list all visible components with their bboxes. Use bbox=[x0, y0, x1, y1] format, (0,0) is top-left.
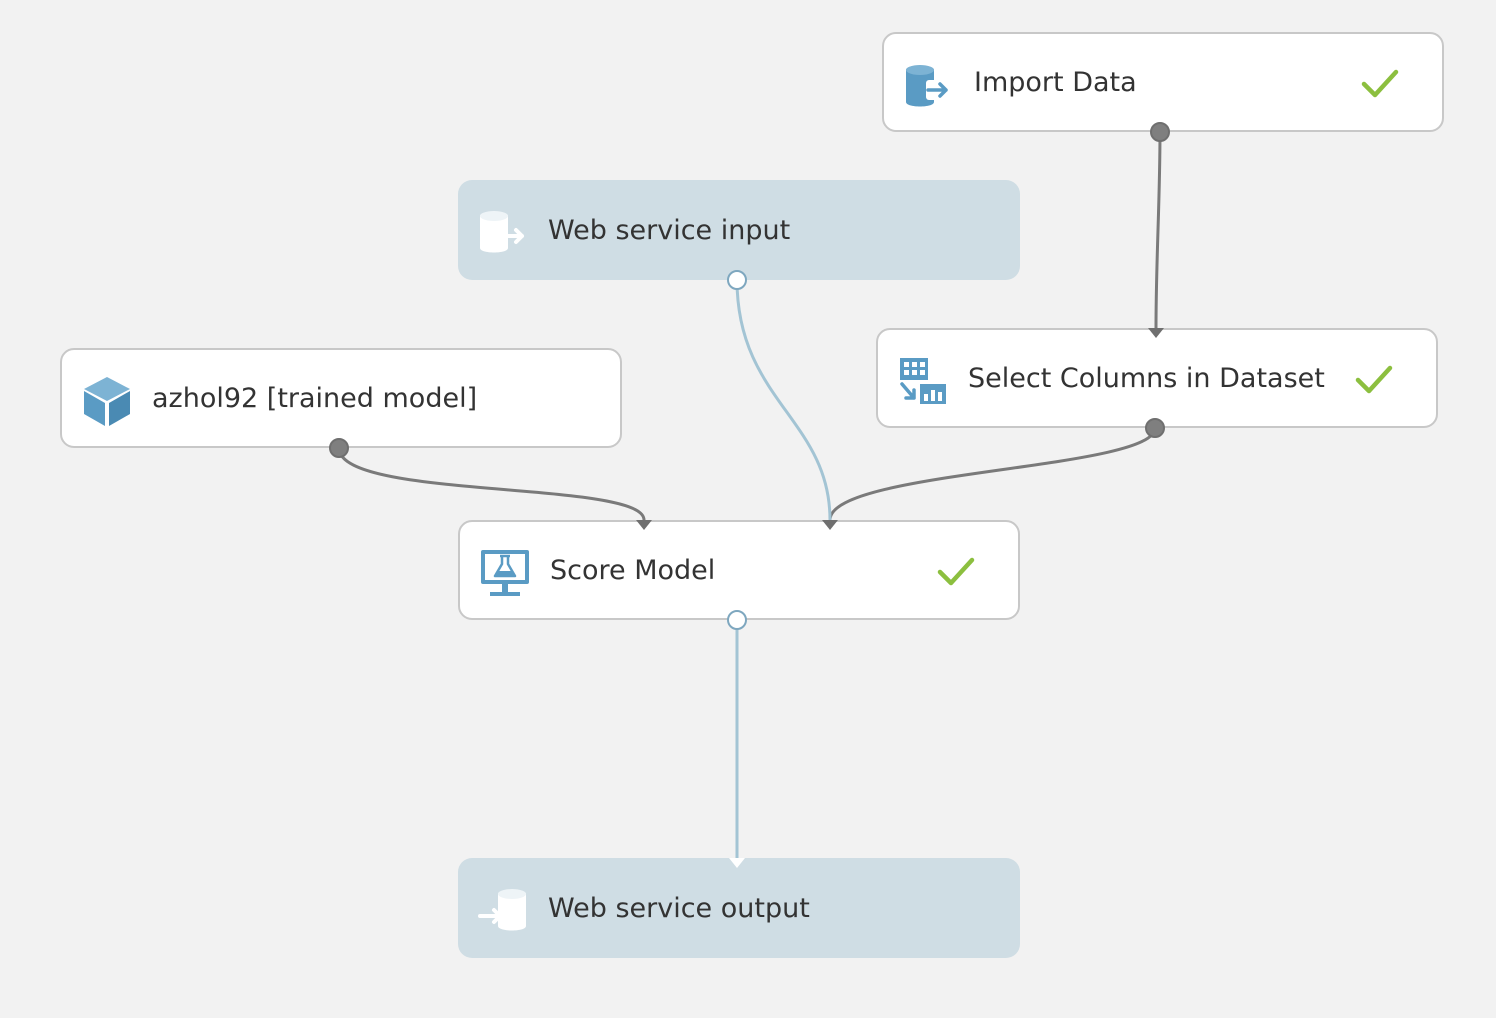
module-trained-model[interactable]: azhol92 [trained model] bbox=[60, 348, 622, 448]
module-import-data[interactable]: Import Data bbox=[882, 32, 1444, 132]
module-label: Select Columns in Dataset bbox=[968, 362, 1325, 394]
input-port[interactable] bbox=[636, 520, 652, 530]
module-web-service-output[interactable]: Web service output bbox=[458, 858, 1020, 958]
cube-icon bbox=[84, 377, 130, 426]
output-port[interactable] bbox=[1145, 418, 1165, 438]
score-model-icon bbox=[481, 550, 529, 596]
output-port[interactable] bbox=[1150, 122, 1170, 142]
module-label: azhol92 [trained model] bbox=[152, 382, 478, 414]
module-label: Web service input bbox=[548, 214, 791, 246]
edge-wsinput-to-score bbox=[735, 279, 832, 521]
module-label: Import Data bbox=[974, 66, 1137, 98]
web-service-input-icon bbox=[480, 211, 524, 253]
module-score-model[interactable]: Score Model bbox=[458, 520, 1020, 620]
edge-import-to-select bbox=[1154, 131, 1162, 329]
output-port[interactable] bbox=[727, 610, 747, 630]
module-label: Score Model bbox=[550, 554, 716, 586]
completed-check-icon bbox=[1361, 69, 1399, 98]
completed-check-icon bbox=[1355, 365, 1393, 394]
completed-check-icon bbox=[937, 557, 975, 586]
input-port[interactable] bbox=[822, 520, 838, 530]
module-select-columns[interactable]: Select Columns in Dataset bbox=[876, 328, 1438, 428]
module-label: Web service output bbox=[548, 892, 810, 924]
input-port[interactable] bbox=[729, 858, 745, 868]
edge-select-to-score bbox=[828, 427, 1157, 521]
output-port[interactable] bbox=[329, 438, 349, 458]
edge-model-to-score bbox=[337, 447, 646, 521]
select-columns-icon bbox=[900, 358, 946, 404]
database-import-icon bbox=[906, 65, 952, 107]
module-web-service-input[interactable]: Web service input bbox=[458, 180, 1020, 280]
output-port[interactable] bbox=[727, 270, 747, 290]
web-service-output-icon bbox=[478, 889, 526, 931]
input-port[interactable] bbox=[1148, 328, 1164, 338]
